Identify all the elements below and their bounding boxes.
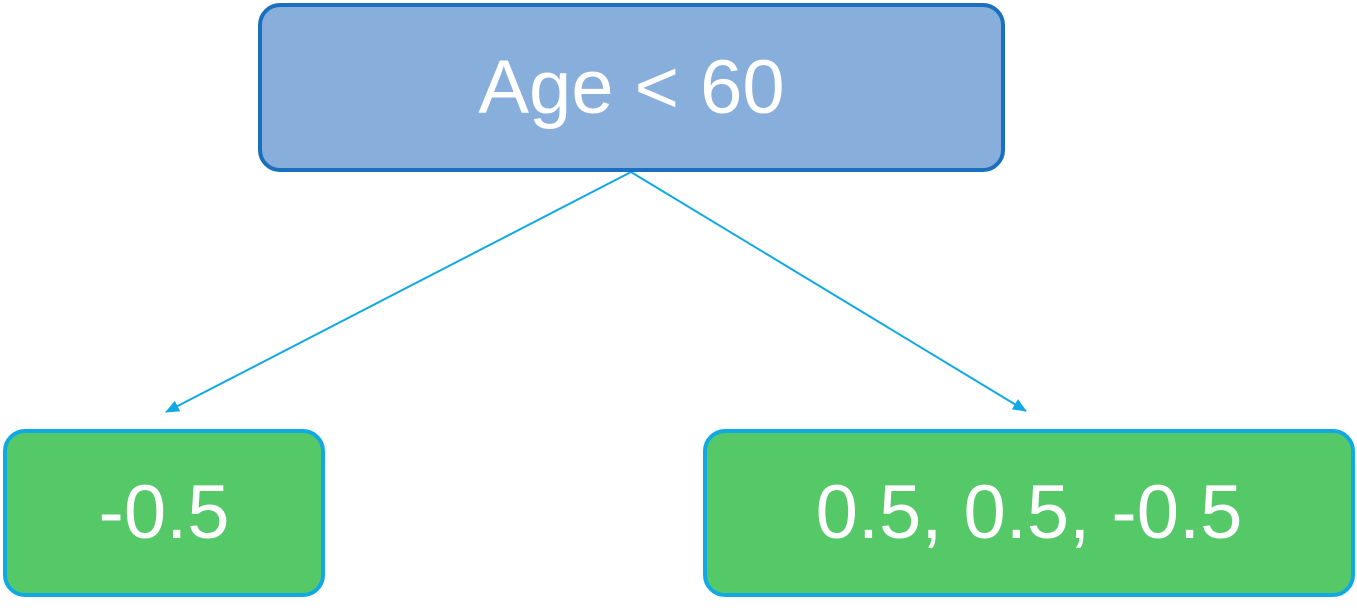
- root-node: Age < 60: [258, 3, 1005, 172]
- left-leaf-node: -0.5: [3, 429, 325, 597]
- root-node-label: Age < 60: [478, 44, 785, 130]
- edge-root-to-left-leaf: [165, 171, 632, 413]
- edge-root-to-right-leaf: [630, 171, 1027, 412]
- right-leaf-label: 0.5, 0.5, -0.5: [815, 470, 1243, 555]
- right-leaf-node: 0.5, 0.5, -0.5: [703, 429, 1355, 597]
- left-leaf-label: -0.5: [98, 470, 230, 555]
